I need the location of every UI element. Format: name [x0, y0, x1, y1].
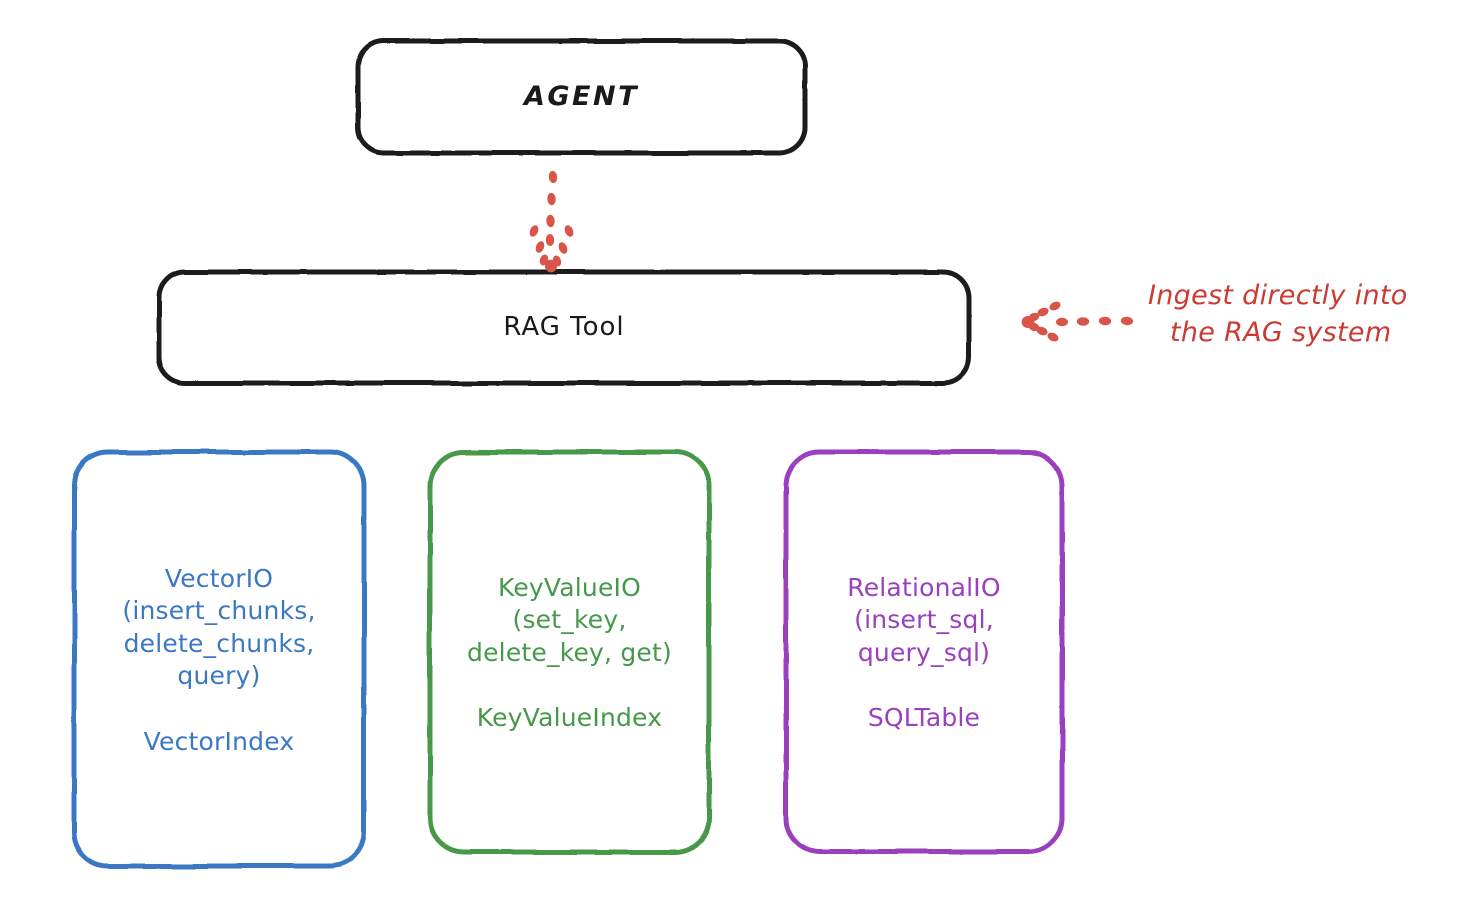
agent-box-outline — [355, 38, 808, 156]
agent-node[interactable]: AGENT — [357, 40, 806, 154]
relational-io-node-label: RelationalIO (insert_sql, query_sql) — [847, 572, 1001, 667]
agent-node-label: AGENT — [523, 80, 639, 112]
vector-io-node-sublabel: VectorIndex — [143, 726, 295, 756]
ingest-to-rag-arrow — [1021, 301, 1134, 342]
relational-io-node[interactable]: RelationalIO (insert_sql, query_sql) SQL… — [784, 450, 1064, 854]
key-value-io-node-label: KeyValueIO (set_key, delete_key, get) — [467, 572, 672, 667]
vector-io-box-outline — [71, 449, 367, 869]
vector-io-node[interactable]: VectorIO (insert_chunks, delete_chunks, … — [72, 450, 366, 868]
relational-io-box-outline — [783, 449, 1065, 855]
key-value-io-node[interactable]: KeyValueIO (set_key, delete_key, get) Ke… — [428, 450, 711, 854]
agent-to-rag-arrow — [529, 170, 574, 273]
ingest-annotation-line-1: Ingest directly into — [1148, 280, 1408, 311]
key-value-io-node-sublabel: KeyValueIndex — [476, 703, 663, 733]
relational-io-node-sublabel: SQLTable — [867, 703, 981, 733]
key-value-io-box-outline — [427, 449, 712, 855]
rag-tool-box-outline — [156, 269, 972, 386]
ingest-annotation: Ingest directly into the RAG system — [1148, 278, 1478, 351]
rag-tool-node-label: RAG Tool — [503, 311, 625, 342]
vector-io-node-label: VectorIO (insert_chunks, delete_chunks, … — [122, 563, 316, 691]
ingest-annotation-line-2: the RAG system — [1170, 316, 1392, 348]
rag-tool-node[interactable]: RAG Tool — [158, 271, 970, 384]
